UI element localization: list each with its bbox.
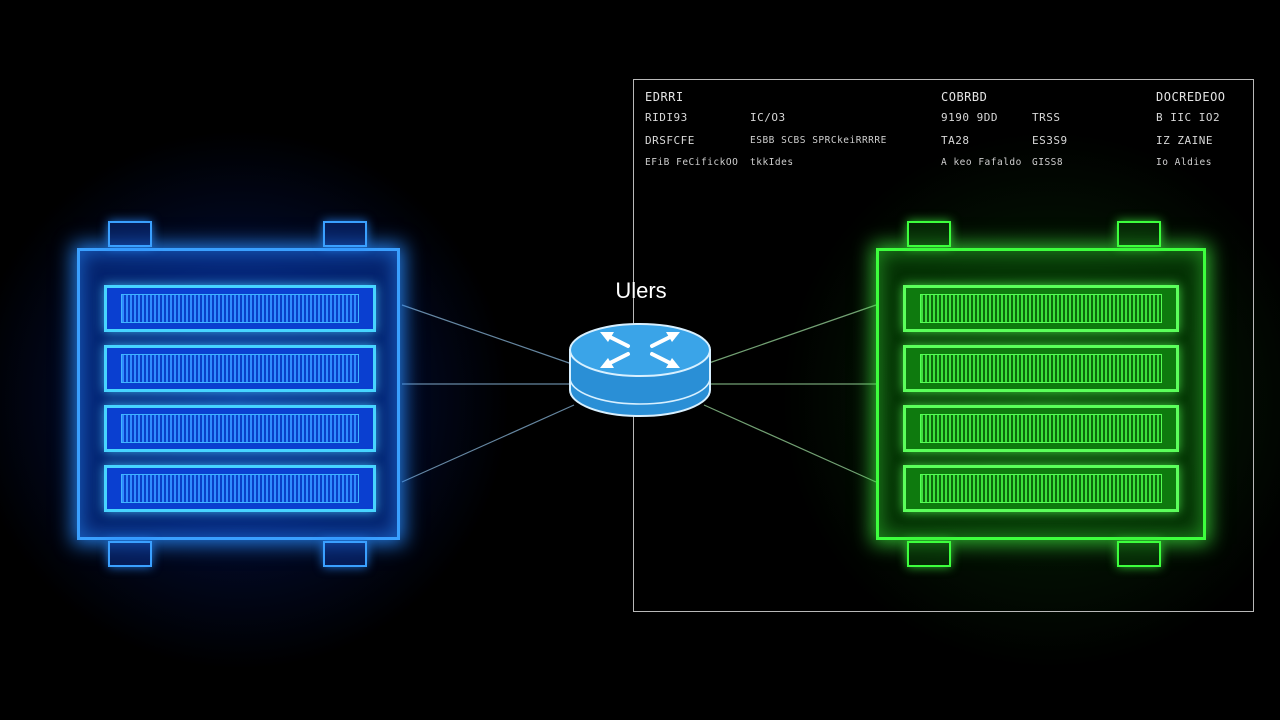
panel-col3-header: COBRBD	[941, 90, 988, 104]
rack-bottom-tab	[108, 541, 152, 567]
link-left-3	[401, 404, 575, 483]
drive-bay	[104, 405, 376, 452]
drive-bay	[903, 405, 1179, 452]
panel-col1-row1: RIDI93	[645, 111, 688, 124]
link-right-1	[705, 304, 877, 365]
panel-col1-row2: DRSFCFE	[645, 134, 695, 147]
rack-bottom-tab	[907, 541, 951, 567]
panel-col5-row3: Io Aldies	[1156, 157, 1212, 168]
panel-col2-row2: ESBB SCBS SPRCkeiRRRRE	[750, 135, 887, 146]
panel-col4-row3: GISS8	[1032, 157, 1064, 168]
panel-col5-row2: IZ ZAINE	[1156, 134, 1213, 147]
panel-col2-row3: tkkIdes	[750, 157, 794, 168]
router-label: Ulers	[615, 278, 667, 303]
rack-top-tab	[1117, 221, 1161, 247]
panel-col1-header: EDRRI	[645, 90, 684, 104]
link-right-3	[703, 404, 877, 483]
rack-top-tab	[323, 221, 367, 247]
link-left-1	[401, 304, 573, 365]
rack-bottom-tab	[323, 541, 367, 567]
panel-col4-row2: ES3S9	[1032, 134, 1068, 147]
panel-col4-row1: TRSS	[1032, 111, 1061, 124]
panel-col3-row2: TA28	[941, 134, 970, 147]
rack-bottom-tab	[1117, 541, 1161, 567]
panel-col3-row1: 9190 9DD	[941, 111, 998, 124]
panel-col5-row1: B IIC IO2	[1156, 111, 1221, 124]
drive-bay	[903, 285, 1179, 332]
drive-bay	[104, 285, 376, 332]
drive-bay	[903, 465, 1179, 512]
router-icon	[569, 323, 711, 417]
panel-col2-row1: IC/O3	[750, 111, 786, 124]
drive-bay	[104, 345, 376, 392]
drive-bay	[104, 465, 376, 512]
rack-top-tab	[108, 221, 152, 247]
drive-bay	[903, 345, 1179, 392]
panel-col3-row3: A keo Fafaldo	[941, 157, 1022, 168]
left-server-rack	[77, 221, 400, 567]
panel-col5-header: DOCREDEOO	[1156, 90, 1226, 104]
rack-top-tab	[907, 221, 951, 247]
panel-col1-row3: EFiB FeCifickOO	[645, 157, 739, 168]
right-server-rack	[876, 221, 1206, 567]
